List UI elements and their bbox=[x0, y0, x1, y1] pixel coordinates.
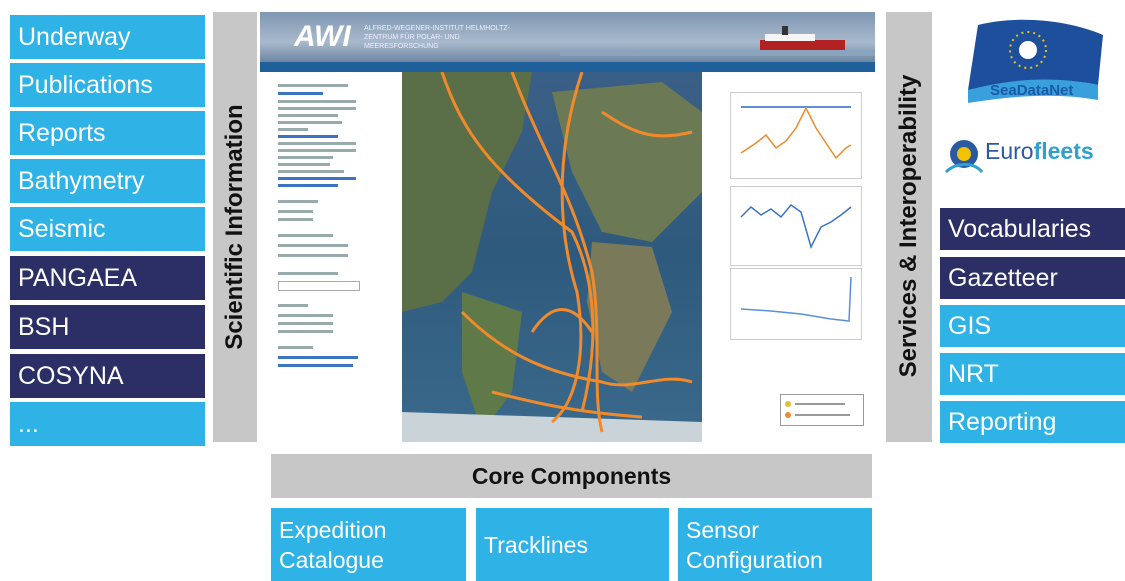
item-label: Seismic bbox=[18, 215, 106, 243]
item-vocabularies[interactable]: Vocabularies bbox=[940, 208, 1125, 250]
item-label: Reporting bbox=[948, 408, 1057, 436]
item-reporting[interactable]: Reporting bbox=[940, 401, 1125, 443]
eurofleets-suffix: fleets bbox=[1033, 138, 1094, 164]
item-label: PANGAEA bbox=[18, 264, 138, 292]
seadatanet-logo-graphic bbox=[968, 19, 1103, 103]
expedition-label-line1: Expedition bbox=[279, 516, 387, 543]
sensor-configuration-box[interactable]: Sensor Configuration bbox=[678, 508, 872, 581]
item-label: Bathymetry bbox=[18, 167, 145, 195]
item-label: ... bbox=[18, 410, 39, 438]
item-pangaea[interactable]: PANGAEA bbox=[10, 256, 205, 300]
trackline-map bbox=[402, 72, 702, 442]
core-components-bar: Core Components bbox=[271, 454, 872, 498]
chart-depth-graphic bbox=[740, 276, 852, 322]
item-label: Publications bbox=[18, 71, 153, 99]
map-graphic bbox=[402, 72, 702, 442]
item-label: Underway bbox=[18, 23, 131, 51]
item-bsh[interactable]: BSH bbox=[10, 305, 205, 349]
map-legend bbox=[780, 394, 864, 426]
awi-logo: AWI bbox=[294, 20, 351, 53]
eurofleets-prefix: Euro bbox=[985, 138, 1034, 164]
tracklines-box[interactable]: Tracklines bbox=[476, 508, 669, 581]
eurofleets-text: Eurofleets bbox=[985, 138, 1094, 165]
eurofleets-logo bbox=[940, 132, 1125, 182]
portal-nav bbox=[260, 62, 875, 72]
chart-temperature bbox=[730, 92, 862, 179]
item-label: NRT bbox=[948, 360, 999, 388]
item-gazetteer[interactable]: Gazetteer bbox=[940, 257, 1125, 299]
time-series-charts bbox=[705, 78, 875, 442]
item-underway[interactable]: Underway bbox=[10, 15, 205, 59]
item-nrt[interactable]: NRT bbox=[940, 353, 1125, 395]
item-label: GIS bbox=[948, 312, 992, 340]
item-bathymetry[interactable]: Bathymetry bbox=[10, 159, 205, 203]
chart-salinity bbox=[730, 186, 862, 266]
eurofleets-logo-graphic bbox=[944, 140, 984, 174]
services-interoperability-bar bbox=[886, 12, 932, 442]
item-label: Gazetteer bbox=[948, 264, 1058, 292]
item-gis[interactable]: GIS bbox=[940, 305, 1125, 347]
sensor-label-line2: Configuration bbox=[686, 546, 823, 573]
item-label: Vocabularies bbox=[948, 215, 1092, 243]
item-reports[interactable]: Reports bbox=[10, 111, 205, 155]
item-label: Reports bbox=[18, 119, 106, 147]
item-more[interactable]: ... bbox=[10, 402, 205, 446]
item-cosyna[interactable]: COSYNA bbox=[10, 354, 205, 398]
portal-header: AWI ALFRED-WEGENER-INSTITUT HELMHOLTZ-ZE… bbox=[260, 12, 875, 62]
item-publications[interactable]: Publications bbox=[10, 63, 205, 107]
ship-graphic bbox=[560, 26, 875, 56]
expedition-catalogue-box[interactable]: Expedition Catalogue bbox=[271, 508, 466, 581]
item-seismic[interactable]: Seismic bbox=[10, 207, 205, 251]
services-interoperability-label: Services & Interoperability bbox=[895, 74, 922, 378]
item-label: BSH bbox=[18, 313, 70, 341]
awi-portal-screenshot: AWI ALFRED-WEGENER-INSTITUT HELMHOLTZ-ZE… bbox=[260, 12, 875, 442]
item-label: COSYNA bbox=[18, 362, 124, 390]
institute-name: ALFRED-WEGENER-INSTITUT HELMHOLTZ-ZENTRU… bbox=[364, 25, 510, 50]
tracklines-label: Tracklines bbox=[484, 531, 588, 558]
seadatanet-text: SeaDataNet bbox=[990, 82, 1074, 99]
chart-salinity-graphic bbox=[740, 203, 852, 250]
seadatanet-logo bbox=[958, 15, 1106, 105]
expedition-label-line2: Catalogue bbox=[279, 546, 384, 573]
scientific-information-label: Scientific Information bbox=[221, 104, 248, 350]
scientific-information-bar bbox=[213, 12, 257, 442]
portal-sidepanel bbox=[260, 78, 400, 438]
sensor-label-line1: Sensor bbox=[686, 516, 759, 543]
chart-depth bbox=[730, 268, 862, 340]
chart-temperature-graphic bbox=[740, 106, 852, 160]
